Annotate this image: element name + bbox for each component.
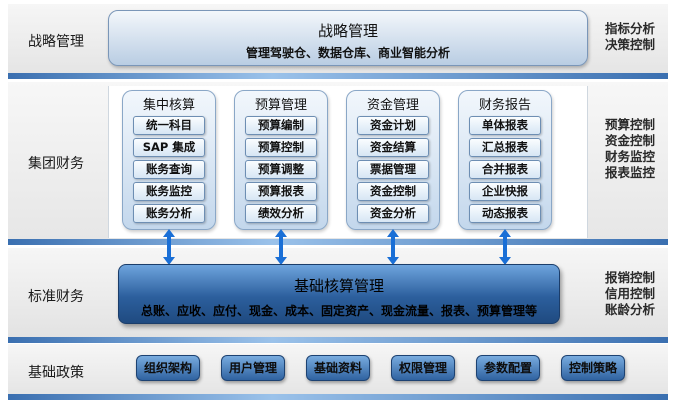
module-item[interactable]: 预算调整 [245, 160, 317, 179]
layer-label-group: 集团财务 [28, 156, 84, 172]
module-financial-report[interactable]: 财务报告 单体报表 汇总报表 合并报表 企业快报 动态报表 [458, 90, 552, 230]
module-centralized-accounting[interactable]: 集中核算 统一科目 SAP 集成 账务查询 账务监控 账务分析 [122, 90, 216, 230]
module-item[interactable]: 绩效分析 [245, 204, 317, 223]
module-fund-management[interactable]: 资金管理 资金计划 资金结算 票据管理 资金控制 资金分析 [346, 90, 440, 230]
module-item[interactable]: 汇总报表 [469, 138, 541, 157]
band-divider [8, 239, 668, 245]
module-title: 资金管理 [366, 98, 419, 113]
module-item[interactable]: 账务分析 [133, 204, 205, 223]
side-note: 预算控制 [604, 117, 655, 132]
basic-accounting-title: 基础核算管理 [293, 277, 384, 295]
base-button-user-management[interactable]: 用户管理 [221, 355, 285, 381]
basic-accounting-subtitle: 总账、应收、应付、现金、成本、固定资产、现金流量、报表、预算管理等 [140, 304, 537, 318]
bidirectional-arrow-icon [162, 228, 176, 266]
side-notes-strategy: 指标分析 决策控制 [588, 21, 672, 53]
module-item[interactable]: 合并报表 [469, 160, 541, 179]
bidirectional-arrow-icon [386, 228, 400, 266]
bidirectional-arrow-icon [274, 228, 288, 266]
module-title: 预算管理 [254, 98, 307, 113]
module-title: 集中核算 [142, 98, 195, 113]
side-note: 信用控制 [604, 286, 655, 301]
module-item[interactable]: 账务监控 [133, 182, 205, 201]
band-divider [8, 73, 668, 79]
module-item[interactable]: 资金结算 [357, 138, 429, 157]
strategy-title: 战略管理 [317, 22, 378, 40]
module-item[interactable]: 预算编制 [245, 116, 317, 135]
base-button-control-strategy[interactable]: 控制策略 [561, 355, 625, 381]
side-note: 报销控制 [604, 270, 655, 285]
module-title: 财务报告 [478, 98, 531, 113]
base-button-parameter-config[interactable]: 参数配置 [476, 355, 540, 381]
module-item[interactable]: 资金计划 [357, 116, 429, 135]
module-item[interactable]: 单体报表 [469, 116, 541, 135]
side-note: 财务监控 [604, 149, 655, 164]
module-item[interactable]: 预算控制 [245, 138, 317, 157]
base-button-org-structure[interactable]: 组织架构 [136, 355, 200, 381]
side-note: 报表监控 [604, 165, 655, 180]
bidirectional-arrow-icon [498, 228, 512, 266]
side-note: 账龄分析 [604, 302, 655, 317]
module-item[interactable]: 票据管理 [357, 160, 429, 179]
module-item[interactable]: 企业快报 [469, 182, 541, 201]
module-item[interactable]: 资金控制 [357, 182, 429, 201]
layer-label-base: 基础政策 [28, 365, 84, 381]
side-notes-group: 预算控制 资金控制 财务监控 报表监控 [588, 117, 672, 181]
module-item[interactable]: 资金分析 [357, 204, 429, 223]
band-divider [8, 394, 668, 400]
strategy-panel[interactable]: 战略管理 管理驾驶仓、数据仓库、商业智能分析 [108, 10, 588, 66]
layer-label-standard: 标准财务 [28, 289, 84, 305]
side-note: 指标分析 [604, 21, 655, 36]
side-notes-standard: 报销控制 信用控制 账龄分析 [588, 270, 672, 318]
module-item[interactable]: SAP 集成 [133, 138, 205, 157]
module-item[interactable]: 预算报表 [245, 182, 317, 201]
side-note: 资金控制 [604, 133, 655, 148]
module-budget-management[interactable]: 预算管理 预算编制 预算控制 预算调整 预算报表 绩效分析 [234, 90, 328, 230]
strategy-subtitle: 管理驾驶仓、数据仓库、商业智能分析 [245, 46, 450, 60]
module-item[interactable]: 统一科目 [133, 116, 205, 135]
module-item[interactable]: 账务查询 [133, 160, 205, 179]
side-note: 决策控制 [604, 37, 655, 52]
band-divider [8, 337, 668, 343]
base-button-base-data[interactable]: 基础资料 [306, 355, 370, 381]
module-item[interactable]: 动态报表 [469, 204, 541, 223]
layer-label-strategy: 战略管理 [28, 34, 84, 50]
basic-accounting-panel[interactable]: 基础核算管理 总账、应收、应付、现金、成本、固定资产、现金流量、报表、预算管理等 [118, 264, 560, 324]
base-button-permission-management[interactable]: 权限管理 [391, 355, 455, 381]
